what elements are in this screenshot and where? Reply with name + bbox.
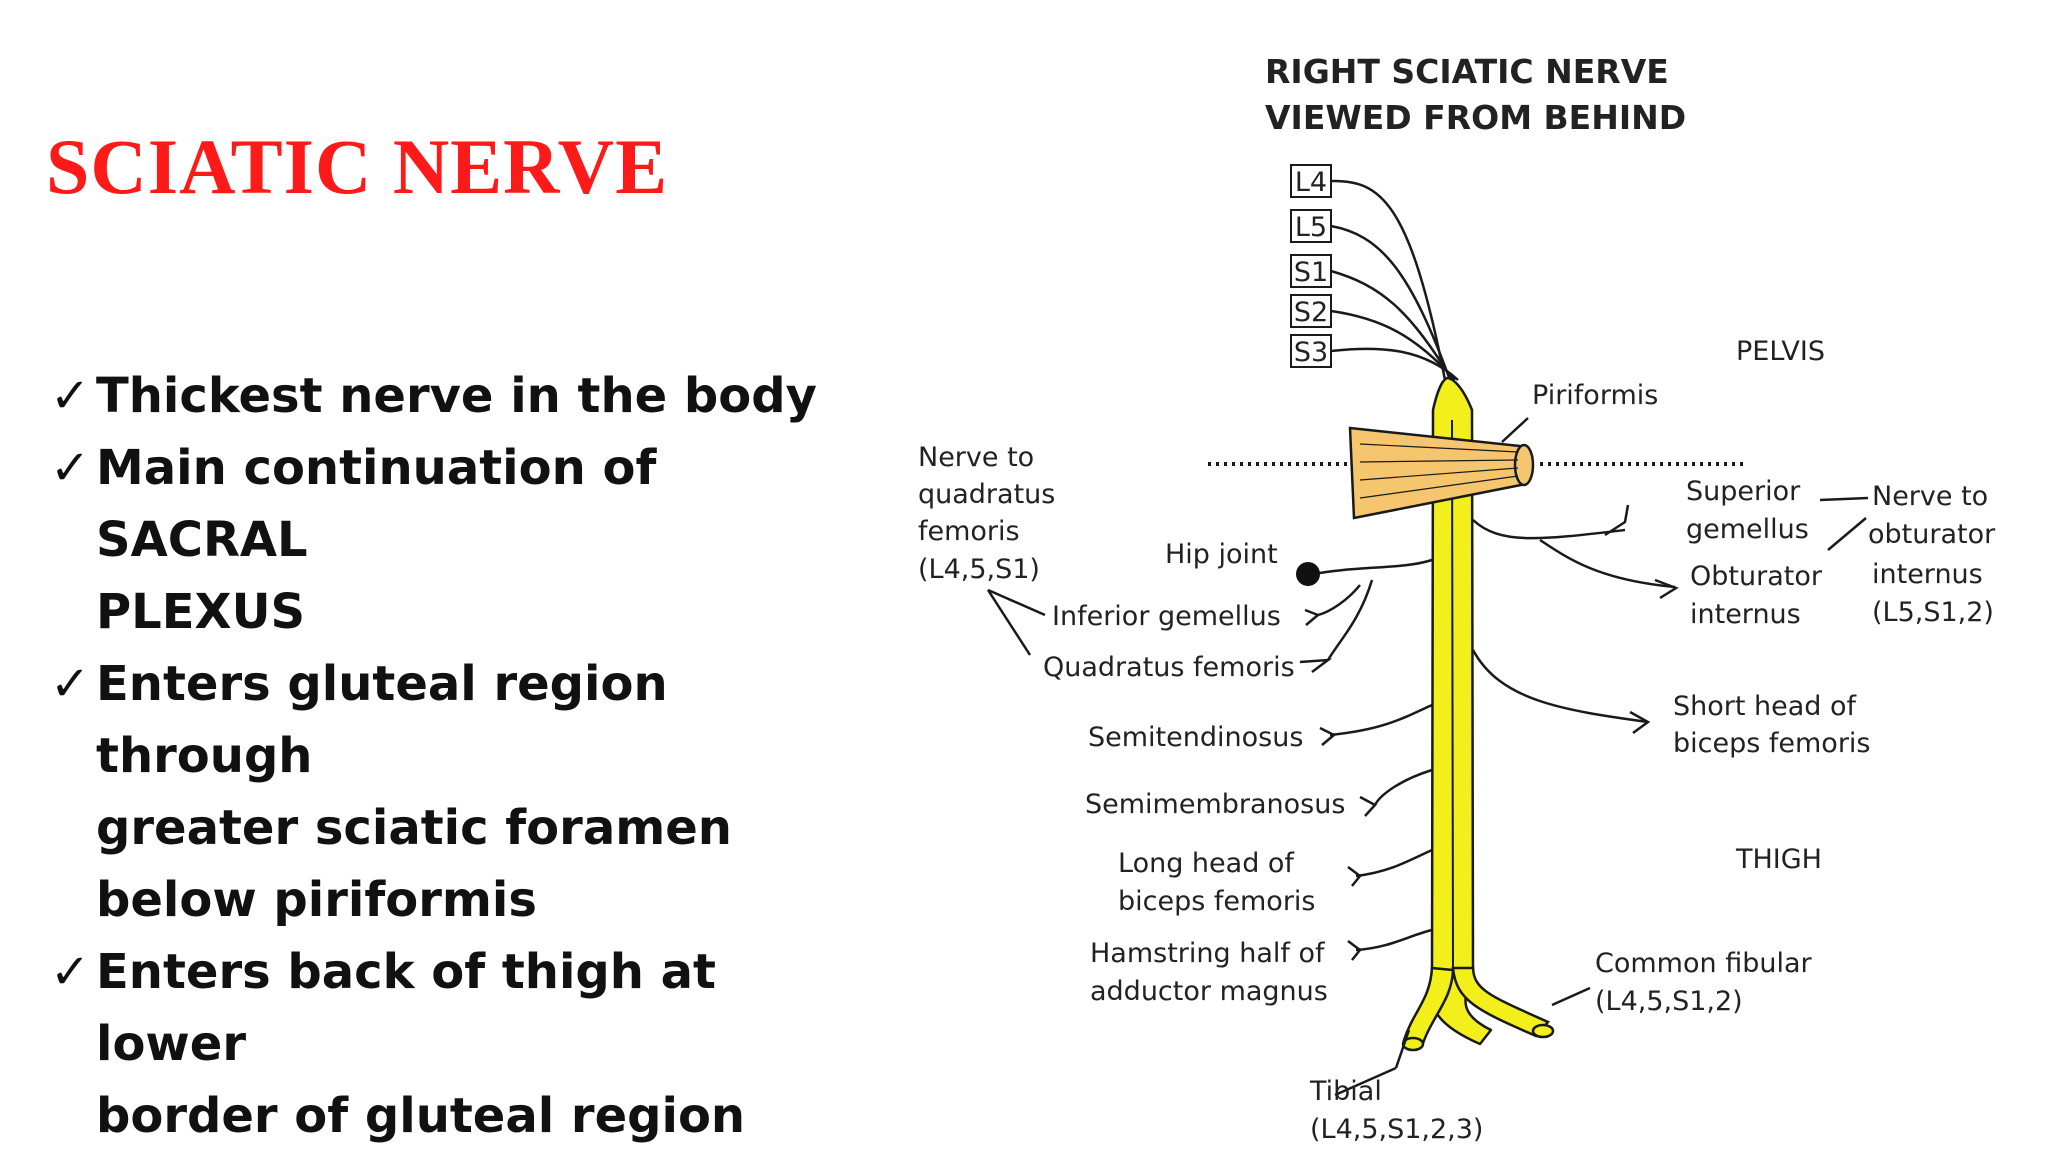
bullet-line: Main continuation of SACRAL bbox=[96, 440, 657, 568]
checkmark-icon: ✓ bbox=[50, 944, 91, 1000]
bullet-line: Thickest nerve in the body bbox=[96, 368, 817, 424]
checkmark-icon: ✓ bbox=[50, 368, 91, 424]
root-label-l4: L4 bbox=[1295, 167, 1327, 198]
nerve-bifurcation bbox=[1401, 966, 1555, 1052]
label-semitendinosus: Semitendinosus bbox=[1088, 722, 1303, 753]
label-tibial-1: Tibial bbox=[1309, 1076, 1382, 1107]
diagram-heading-line-2: VIEWED FROM BEHIND bbox=[1265, 98, 1686, 137]
label-common-fibular-1: Common fibular bbox=[1595, 948, 1812, 979]
label-piriformis: Piriformis bbox=[1532, 380, 1658, 411]
label-nerve-to-obturator-1: Nerve to bbox=[1872, 481, 1988, 512]
diagram-heading-line-1: RIGHT SCIATIC NERVE bbox=[1265, 52, 1669, 91]
region-label-pelvis: PELVIS bbox=[1736, 336, 1825, 367]
label-semimembranosus: Semimembranosus bbox=[1085, 789, 1345, 820]
bullet-list: ✓ Thickest nerve in the body ✓ Main cont… bbox=[50, 360, 850, 1152]
piriformis-muscle bbox=[1348, 426, 1535, 520]
root-label-l5: L5 bbox=[1295, 212, 1327, 243]
bullet-line: below piriformis bbox=[96, 872, 537, 928]
bullet-line: Enters back of thigh at lower bbox=[96, 944, 716, 1072]
region-label-thigh: THIGH bbox=[1735, 844, 1822, 875]
label-nerve-to-quadratus-1: Nerve to bbox=[918, 442, 1034, 473]
label-tibial-2: (L4,5,S1,2,3) bbox=[1310, 1114, 1483, 1145]
checkmark-icon: ✓ bbox=[50, 440, 91, 496]
label-nerve-to-obturator-4: (L5,S1,2) bbox=[1872, 597, 1994, 628]
nerve-branches bbox=[986, 417, 1869, 1097]
root-label-s2: S2 bbox=[1294, 297, 1328, 328]
bullet-item: ✓ Enters back of thigh at lower border o… bbox=[50, 936, 850, 1152]
bullet-line: greater sciatic foramen bbox=[96, 800, 732, 856]
bullet-item: ✓ Main continuation of SACRAL PLEXUS bbox=[50, 432, 850, 648]
label-quadratus-femoris: Quadratus femoris bbox=[1043, 652, 1295, 683]
label-long-head-2: biceps femoris bbox=[1118, 886, 1316, 917]
slide-title: SCIATIC NERVE bbox=[46, 123, 669, 210]
label-short-head-2: biceps femoris bbox=[1673, 728, 1871, 759]
label-obturator-internus-1: Obturator bbox=[1690, 561, 1823, 592]
label-inferior-gemellus: Inferior gemellus bbox=[1052, 601, 1281, 632]
checkmark-icon: ✓ bbox=[50, 656, 91, 712]
bullet-line: border of gluteal region bbox=[96, 1088, 746, 1144]
label-hamstring-half-2: adductor magnus bbox=[1090, 976, 1328, 1007]
hip-joint-marker bbox=[1296, 562, 1320, 586]
label-short-head-1: Short head of bbox=[1673, 691, 1858, 722]
bullet-line: Enters gluteal region through bbox=[96, 656, 668, 784]
label-obturator-internus-2: internus bbox=[1690, 599, 1801, 630]
label-hip-joint: Hip joint bbox=[1165, 539, 1278, 570]
label-hamstring-half-1: Hamstring half of bbox=[1090, 938, 1326, 969]
root-label-s3: S3 bbox=[1294, 337, 1328, 368]
label-nerve-to-quadratus-4: (L4,5,S1) bbox=[918, 554, 1040, 585]
label-long-head-1: Long head of bbox=[1118, 848, 1295, 879]
label-superior-gemellus-1: Superior bbox=[1686, 476, 1801, 507]
nerve-root-fibres bbox=[1330, 179, 1459, 381]
bullet-item: ✓ Thickest nerve in the body bbox=[50, 360, 850, 432]
root-label-s1: S1 bbox=[1294, 257, 1328, 288]
bullet-item: ✓ Enters gluteal region through greater … bbox=[50, 648, 850, 936]
label-nerve-to-quadratus-3: femoris bbox=[918, 516, 1020, 547]
label-superior-gemellus-2: gemellus bbox=[1686, 514, 1809, 545]
label-nerve-to-obturator-2: obturator bbox=[1868, 519, 1996, 550]
label-nerve-to-quadratus-2: quadratus bbox=[918, 479, 1055, 510]
label-nerve-to-obturator-3: internus bbox=[1872, 559, 1983, 590]
bullet-line: PLEXUS bbox=[96, 584, 306, 640]
label-common-fibular-2: (L4,5,S1,2) bbox=[1595, 986, 1743, 1017]
